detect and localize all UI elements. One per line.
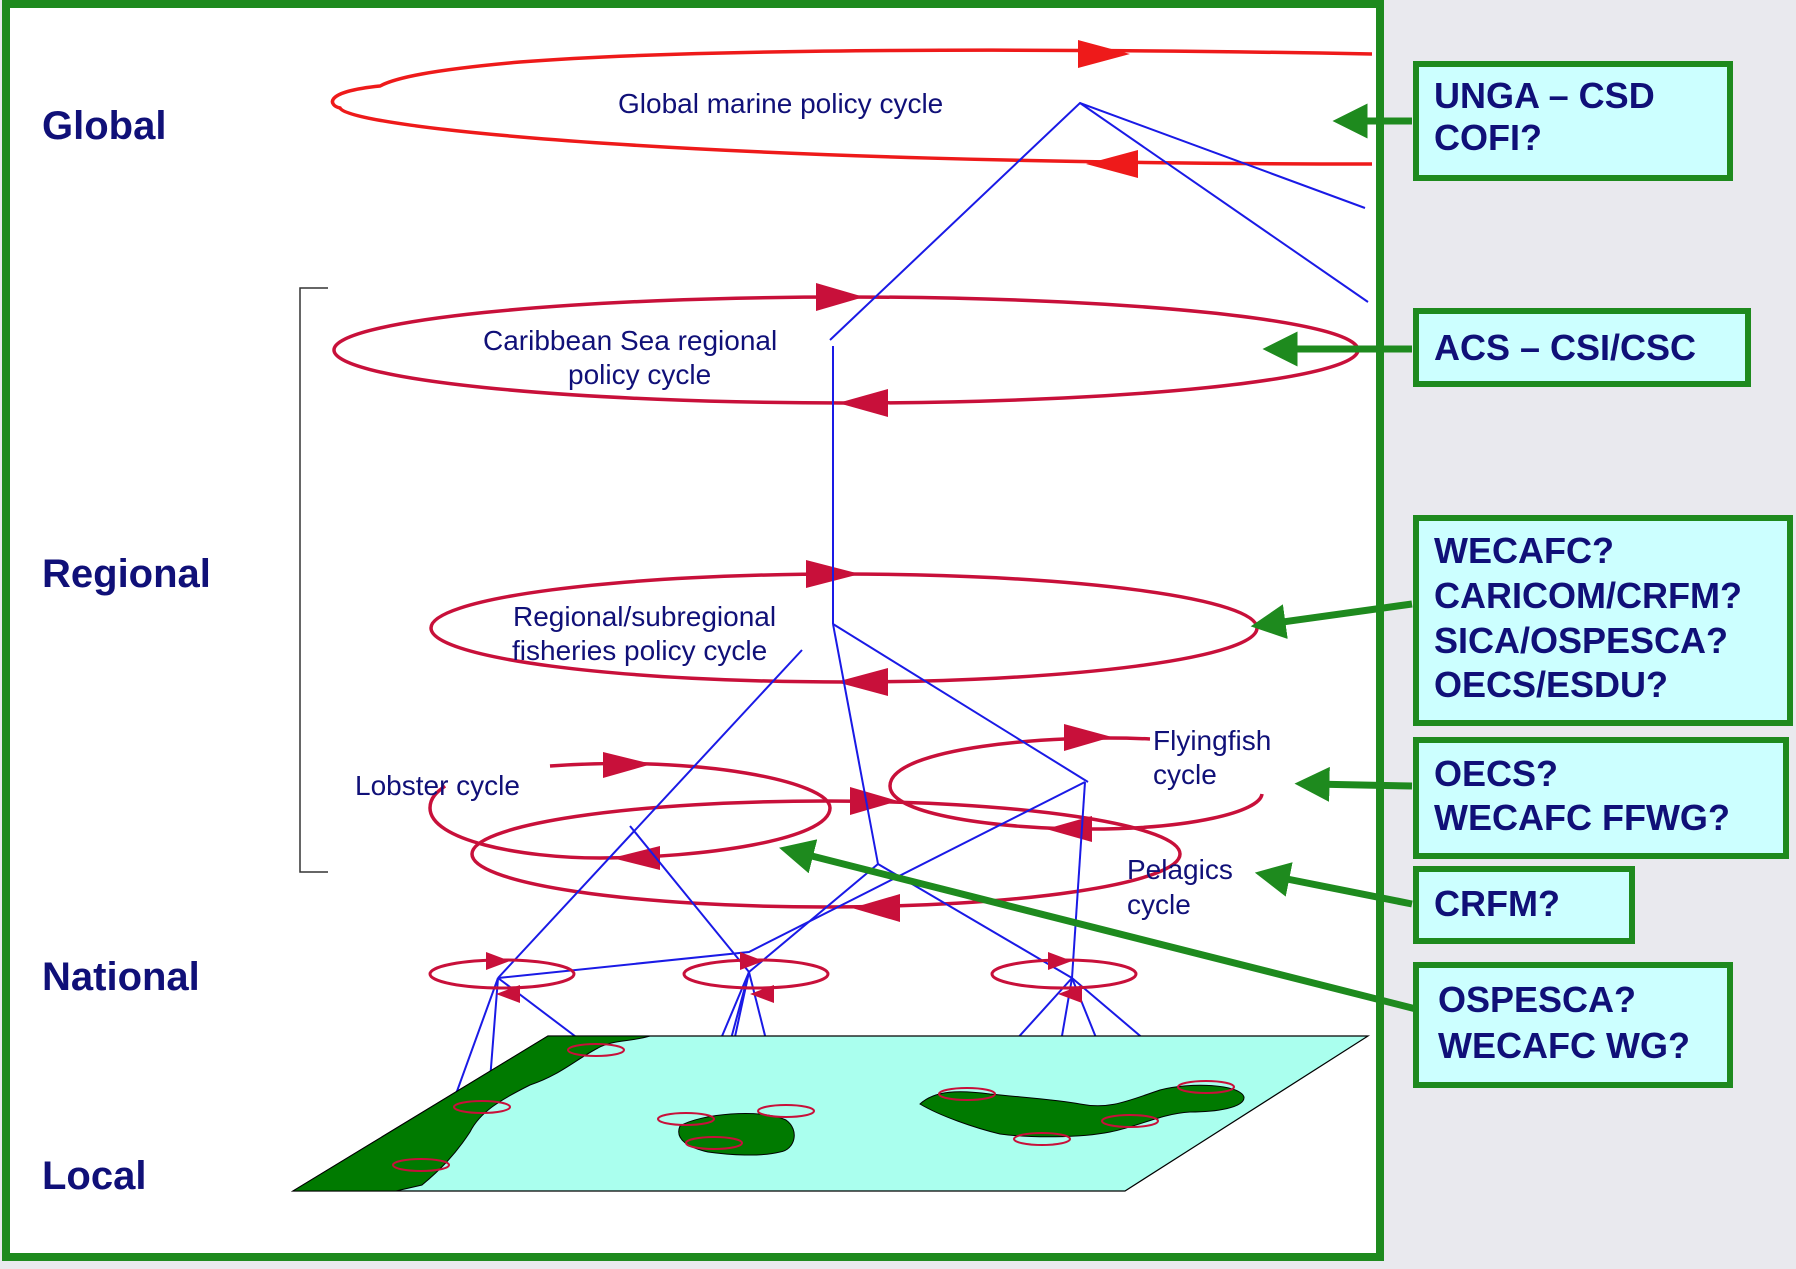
body-oecs: OECS? [1434,753,1558,794]
body-crfm: CRFM? [1434,883,1560,924]
body-unga-csd: UNGA – CSD [1434,75,1655,116]
land-mass-central [678,1112,795,1156]
flyingfish-cycle-arrow-top [1064,724,1112,751]
level-label-global: Global [42,104,166,148]
body-box-caribbean [1413,308,1751,387]
fisheries-cycle-label-line2: fisheries policy cycle [512,635,767,666]
global-cycle-arrow-top [1078,40,1130,68]
flyingfish-cycle [888,736,1264,831]
body-cofi: COFI? [1434,117,1542,158]
body-box-pelagics [1413,866,1635,944]
global-cycle [330,48,1373,166]
lobster-cycle-label: Lobster cycle [355,770,520,801]
level-label-regional: Regional [42,552,211,596]
pelagics-cycle-arrow-bottom [852,894,900,922]
body-box-fisheries [1413,515,1793,726]
body-box-global [1413,61,1733,181]
body-oecs-esdu: OECS/ESDU? [1434,664,1668,705]
pelagics-cycle-arrow-top [850,787,898,815]
global-cycle-label: Global marine policy cycle [618,88,943,119]
caribbean-cycle-label-line1: Caribbean Sea regional [483,325,777,356]
level-label-national: National [42,955,200,999]
global-cycle-arrow-bottom [1086,150,1138,178]
body-wecafc-ffwg: WECAFC FFWG? [1434,797,1730,838]
body-sica-ospesca: SICA/OSPESCA? [1434,620,1728,661]
fisheries-cycle-label-line1: Regional/subregional [513,601,776,632]
flyingfish-cycle-label-line2: cycle [1153,759,1217,790]
caribbean-cycle-arrow-top [816,283,864,311]
lobster-cycle-arrow-bottom [612,846,660,870]
regional-bracket [299,287,328,873]
pelagics-cycle-label-line1: Pelagics [1127,854,1233,885]
national-cycles [428,952,1138,1003]
body-acs: ACS – CSI/CSC [1434,327,1696,368]
caribbean-cycle-arrow-bottom [838,389,888,417]
caribbean-cycle-label-line2: policy cycle [568,359,711,390]
body-caricom-crfm: CARICOM/CRFM? [1434,575,1742,616]
body-box-flyingfish [1413,737,1789,859]
local-cycles [392,1043,1235,1172]
fisheries-cycle-arrow-bottom [836,668,888,696]
lobster-cycle [428,761,832,860]
flyingfish-cycle-label-line1: Flyingfish [1153,725,1271,756]
governance-body-boxes [1413,61,1793,1088]
level-label-local: Local [42,1154,146,1198]
body-box-lobster [1413,962,1733,1088]
body-ospesca: OSPESCA? [1438,979,1636,1020]
governance-arrows [779,103,1417,1013]
body-wecafc: WECAFC? [1434,530,1614,571]
land-mass-east [919,1084,1245,1138]
pelagics-cycle-label-line2: cycle [1127,889,1191,920]
body-wecafc-wg: WECAFC WG? [1438,1025,1690,1066]
lobster-cycle-arrow-top [603,752,652,778]
